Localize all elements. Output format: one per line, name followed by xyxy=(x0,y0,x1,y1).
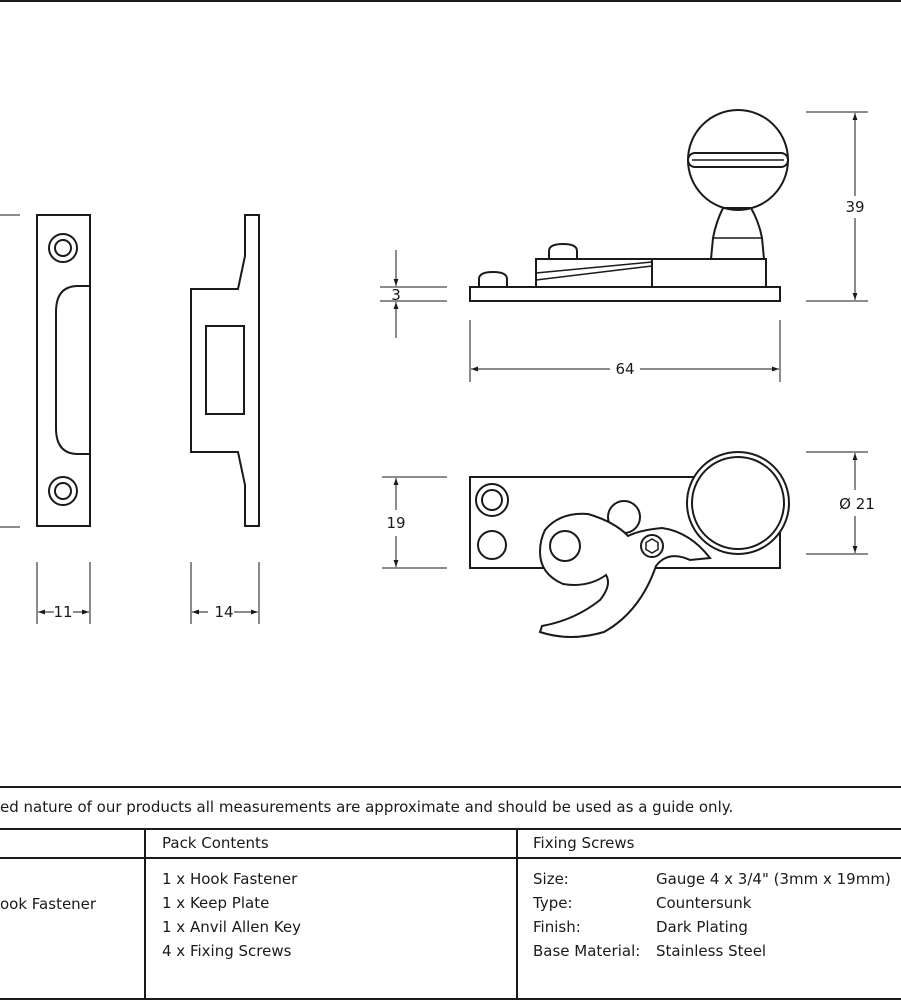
table-header-divider xyxy=(0,857,901,859)
technical-drawing: 11 14 39 3 64 xyxy=(0,0,901,638)
product-name: ook Fastener xyxy=(0,895,97,913)
dim-knob-diameter: Ø 21 xyxy=(839,495,875,513)
table-bottom-border xyxy=(0,998,901,1000)
disclaimer-text: ed nature of our products all measuremen… xyxy=(0,798,734,816)
dim-keep-plate-width: 11 xyxy=(53,603,72,621)
pack-item: 1 x Keep Plate xyxy=(162,894,270,912)
dim-fastener-length: 64 xyxy=(615,360,634,378)
pack-item: 1 x Anvil Allen Key xyxy=(162,918,301,936)
screw-spec-label: Size: xyxy=(533,870,569,888)
dim-fastener-height: 39 xyxy=(845,198,864,216)
table-header-border xyxy=(0,828,901,830)
keep-plate-front-view xyxy=(0,214,91,528)
fixing-screws-header: Fixing Screws xyxy=(533,834,635,852)
screw-spec-label: Type: xyxy=(533,894,573,912)
column-divider-1 xyxy=(144,828,146,1000)
fastener-side-view xyxy=(469,109,789,302)
screw-spec-value: Stainless Steel xyxy=(656,942,767,960)
fastener-plan-view xyxy=(469,451,790,638)
pack-item: 4 x Fixing Screws xyxy=(162,942,292,960)
pack-item: 1 x Hook Fastener xyxy=(162,870,298,888)
screw-spec-value: Gauge 4 x 3/4" (3mm x 19mm) xyxy=(656,870,891,888)
dim-plate-width: 19 xyxy=(386,514,405,532)
pack-contents-header: Pack Contents xyxy=(162,834,269,852)
table-top-border xyxy=(0,786,901,788)
column-divider-2 xyxy=(516,828,518,1000)
dim-keep-side-width: 14 xyxy=(214,603,233,621)
keep-plate-side-view xyxy=(190,214,260,527)
side-dimension-lines xyxy=(380,111,868,382)
plan-dimension-lines xyxy=(382,451,868,569)
screw-spec-value: Dark Plating xyxy=(656,918,748,936)
keep-dimension-lines xyxy=(36,562,260,624)
screw-spec-value: Countersunk xyxy=(656,894,752,912)
dim-plate-thickness: 3 xyxy=(391,286,401,304)
screw-spec-label: Base Material: xyxy=(533,942,641,960)
screw-spec-label: Finish: xyxy=(533,918,581,936)
